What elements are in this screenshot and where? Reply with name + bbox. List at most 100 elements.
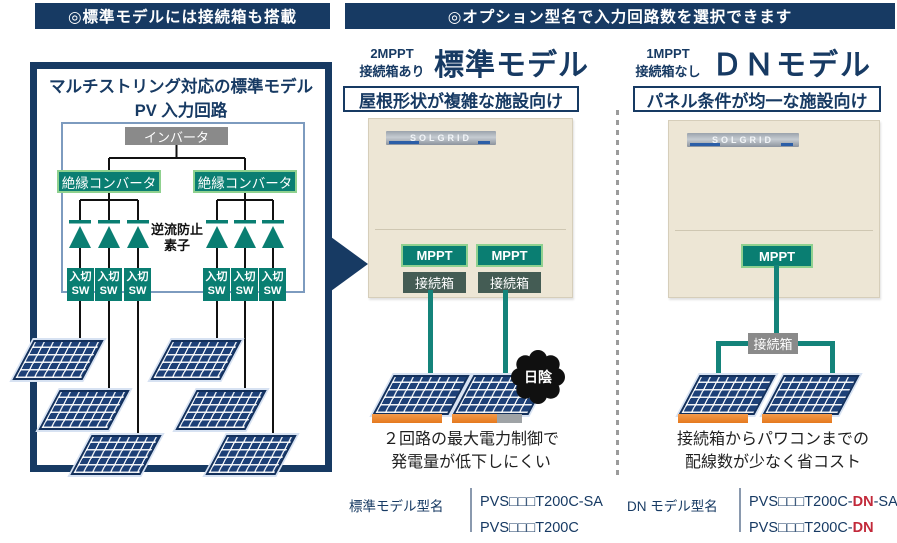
model-number-dn: DN <box>852 520 874 536</box>
inverter-box: インバータ <box>125 127 228 145</box>
onoff-switch-box: 入切 SW <box>124 268 151 301</box>
sw-label: 入切 <box>205 270 228 283</box>
onoff-switch-box: 入切 SW <box>231 268 258 301</box>
isolation-converter-box-left: 絶縁コンバータ <box>57 170 161 193</box>
model-number-dn: DN <box>852 494 874 510</box>
standard-model-name: 標準モデル <box>434 49 589 82</box>
model-number: PVS□□□T200C-SA <box>480 494 603 510</box>
sw-label: SW <box>235 284 254 297</box>
arrow-right-icon <box>331 237 368 291</box>
mppt-box: MPPT <box>476 244 543 267</box>
standard-mppt-count: 2MPPT <box>370 46 414 61</box>
standard-mppt-note: 2MPPT 接続箱あり <box>352 45 432 81</box>
branch-wire <box>795 341 835 346</box>
footer-divider <box>470 488 472 532</box>
junction-box: 接続箱 <box>748 333 798 354</box>
dn-caption-line1: 接続箱からパワコンまでの <box>676 431 869 448</box>
output-bar-fill <box>372 414 442 423</box>
standard-catch-text: 屋根形状が複雑な施設向け <box>359 91 563 111</box>
junction-box: 接続箱 <box>403 272 466 293</box>
sw-label: SW <box>71 284 90 297</box>
output-bar-full <box>372 414 442 423</box>
standard-model-type-label: 標準モデル型名 <box>349 499 444 514</box>
standard-caption: ２回路の最大電力制御で 発電量が低下しにくい <box>355 428 587 474</box>
footer-divider <box>739 488 741 532</box>
model-number-prefix: PVS□□□T200C- <box>749 520 853 536</box>
backflow-prevention-label: 逆流防止 素子 <box>140 222 214 255</box>
sw-label: 入切 <box>233 270 256 283</box>
mppt-box: MPPT <box>401 244 468 267</box>
sw-label: 入切 <box>69 270 92 283</box>
pv-panel-title-line2: PV 入力回路 <box>134 101 228 120</box>
string-wire <box>428 290 433 378</box>
string-wire <box>774 265 779 339</box>
dn-mppt-count: 1MPPT <box>646 46 690 61</box>
shade-badge: 日陰 <box>509 348 567 406</box>
dn-catch-text: パネル条件が均一な施設向け <box>646 91 868 111</box>
inverter-label: インバータ <box>143 129 209 145</box>
solar-panel <box>678 375 776 415</box>
isolation-converter-box-right: 絶縁コンバータ <box>193 170 297 193</box>
sw-label: 入切 <box>261 270 284 283</box>
backflow-label-line2: 素子 <box>163 238 190 254</box>
standard-caption-line1: ２回路の最大電力制御で <box>382 431 559 448</box>
branch-wire <box>716 341 752 346</box>
solar-panel <box>762 375 860 415</box>
onoff-switch-box: 入切 SW <box>259 268 286 301</box>
output-bar-full <box>762 414 832 423</box>
dn-model-numbers: PVS□□□T200C-DN-SA PVS□□□T200C-DN <box>749 489 897 541</box>
standard-catch-box: 屋根形状が複雑な施設向け <box>343 86 579 112</box>
case-seam <box>675 230 873 232</box>
sw-label: SW <box>207 284 226 297</box>
branch-wire <box>716 341 721 378</box>
brand-text: SOLGRID <box>409 133 472 143</box>
column-separator <box>616 110 619 478</box>
sw-label: SW <box>99 284 118 297</box>
mppt-label: MPPT <box>416 248 453 263</box>
brand-plate: SOLGRID <box>386 131 496 145</box>
backflow-label-line1: 逆流防止 <box>150 222 203 237</box>
model-number: PVS□□□T200C <box>480 520 579 536</box>
dn-caption: 接続箱からパワコンまでの 配線数が少なく省コスト <box>645 428 897 474</box>
sw-label: SW <box>263 284 282 297</box>
dn-mppt-note: 1MPPT 接続箱なし <box>628 45 708 81</box>
converter-label: 絶縁コンバータ <box>197 175 293 191</box>
model-number-suffix: -SA <box>873 494 897 510</box>
model-number: PVS□□□T200C-DN-SA <box>749 489 897 515</box>
output-bar-fill <box>678 414 748 423</box>
branch-wire <box>830 341 835 378</box>
shade-cloud-icon <box>511 350 565 404</box>
circuit-lines-and-diodes-icon <box>69 145 284 439</box>
mppt-label: MPPT <box>491 248 528 263</box>
case-seam <box>375 229 566 231</box>
output-bar-full <box>678 414 748 423</box>
onoff-switch-box: 入切 SW <box>95 268 122 301</box>
dn-catch-box: パネル条件が均一な施設向け <box>633 86 881 112</box>
onoff-switch-box: 入切 SW <box>203 268 230 301</box>
brand-text: SOLGRID <box>711 135 774 145</box>
brand-plate: SOLGRID <box>687 133 799 147</box>
output-bar-fill <box>762 414 832 423</box>
junction-label: 接続箱 <box>414 276 454 291</box>
sw-label: 入切 <box>97 270 120 283</box>
standard-caption-line2: 発電量が低下しにくい <box>391 454 551 472</box>
pv-panel-title-line1: マルチストリング対応の標準モデル <box>49 78 313 96</box>
standard-power-conditioner: SOLGRID MPPT MPPT 接続箱 接続箱 <box>368 118 573 298</box>
dn-model-name: ＤＮモデル <box>712 49 872 82</box>
dn-junction-note: 接続箱なし <box>635 64 701 80</box>
junction-label: 接続箱 <box>489 276 529 291</box>
mppt-label: MPPT <box>758 248 796 264</box>
sw-label: SW <box>128 284 147 297</box>
pv-panel-title: マルチストリング対応の標準モデル PV 入力回路 <box>37 76 325 124</box>
standard-model-numbers: PVS□□□T200C-SA PVS□□□T200C <box>480 489 603 541</box>
header-left-text: ◎標準モデルには接続箱も搭載 <box>67 9 298 26</box>
model-number-prefix: PVS□□□T200C- <box>749 494 853 510</box>
output-bar-reduced <box>452 414 522 423</box>
header-option-models: ◎オプション型名で入力回路数を選択できます <box>345 3 895 29</box>
mppt-box: MPPT <box>741 244 813 268</box>
junction-box: 接続箱 <box>478 272 541 293</box>
standard-junction-note: 接続箱あり <box>359 64 425 80</box>
model-number: PVS□□□T200C-DN <box>749 515 897 541</box>
dn-model-type-label: DN モデル型名 <box>627 499 718 514</box>
